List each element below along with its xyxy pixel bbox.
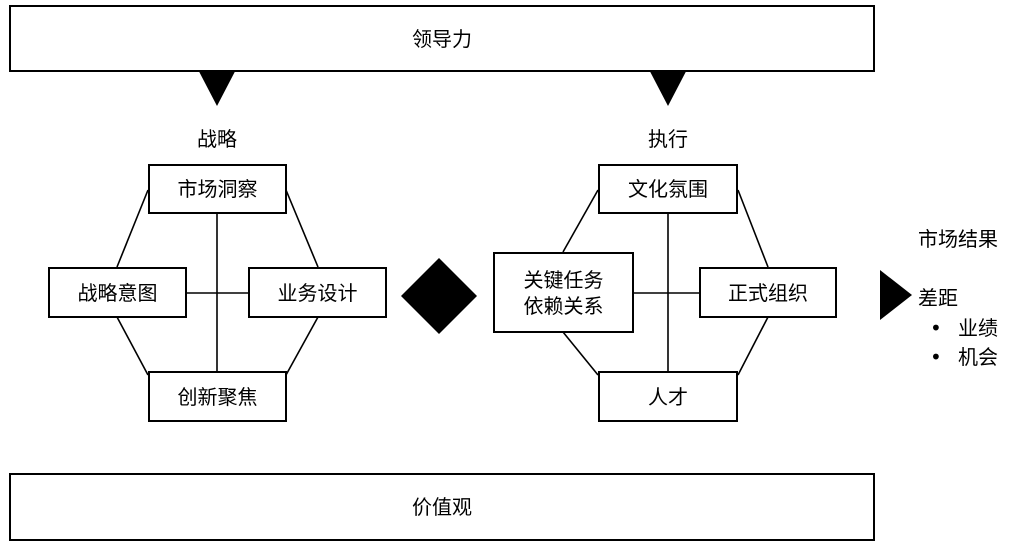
market-insight-box: 市场洞察 bbox=[148, 164, 287, 214]
center-diamond bbox=[401, 258, 477, 334]
business-design-label: 业务设计 bbox=[277, 280, 358, 305]
market-result-label: 市场结果 bbox=[918, 227, 998, 251]
values-label: 价值观 bbox=[412, 495, 472, 519]
gap-item-label: 机会 bbox=[958, 345, 998, 369]
connector-line bbox=[285, 316, 319, 376]
gap-item-label: 业绩 bbox=[958, 316, 998, 340]
market-insight-label: 市场洞察 bbox=[177, 177, 258, 201]
values-bar: 价值观 bbox=[9, 473, 875, 541]
strategy-title: 战略 bbox=[197, 127, 237, 151]
formal-org-box: 正式组织 bbox=[699, 267, 837, 318]
key-tasks-label-line2: 依赖关系 bbox=[523, 293, 604, 318]
strategic-intent-box: 战略意图 bbox=[48, 267, 187, 318]
key-tasks-label-line1: 关键任务 bbox=[523, 267, 604, 292]
connector-line bbox=[737, 189, 769, 268]
bullet-icon: • bbox=[930, 345, 942, 369]
gap-item-performance: • 业绩 bbox=[930, 312, 998, 341]
connector-line bbox=[562, 189, 599, 253]
bullet-icon: • bbox=[930, 316, 942, 340]
talent-box: 人才 bbox=[598, 371, 738, 422]
leadership-label: 领导力 bbox=[412, 26, 472, 51]
culture-box: 文化氛围 bbox=[598, 164, 738, 214]
innovation-focus-box: 创新聚焦 bbox=[148, 371, 287, 422]
connector-line bbox=[737, 316, 769, 376]
innovation-focus-label: 创新聚焦 bbox=[177, 384, 258, 409]
connector-line bbox=[116, 189, 149, 268]
leadership-bar: 领导力 bbox=[9, 5, 875, 72]
talent-label: 人才 bbox=[648, 384, 688, 409]
business-design-box: 业务设计 bbox=[248, 267, 387, 318]
gap-item-opportunity: • 机会 bbox=[930, 341, 998, 370]
formal-org-label: 正式组织 bbox=[728, 280, 808, 305]
connector-line bbox=[285, 189, 319, 268]
culture-label: 文化氛围 bbox=[628, 177, 708, 201]
strategic-intent-label: 战略意图 bbox=[77, 280, 158, 305]
connector-line bbox=[116, 316, 149, 376]
connector-line bbox=[562, 331, 599, 376]
right-arrow bbox=[880, 270, 912, 320]
key-tasks-box: 关键任务 依赖关系 bbox=[493, 252, 634, 333]
execution-title: 执行 bbox=[648, 127, 688, 151]
gap-label: 差距 bbox=[918, 286, 958, 310]
